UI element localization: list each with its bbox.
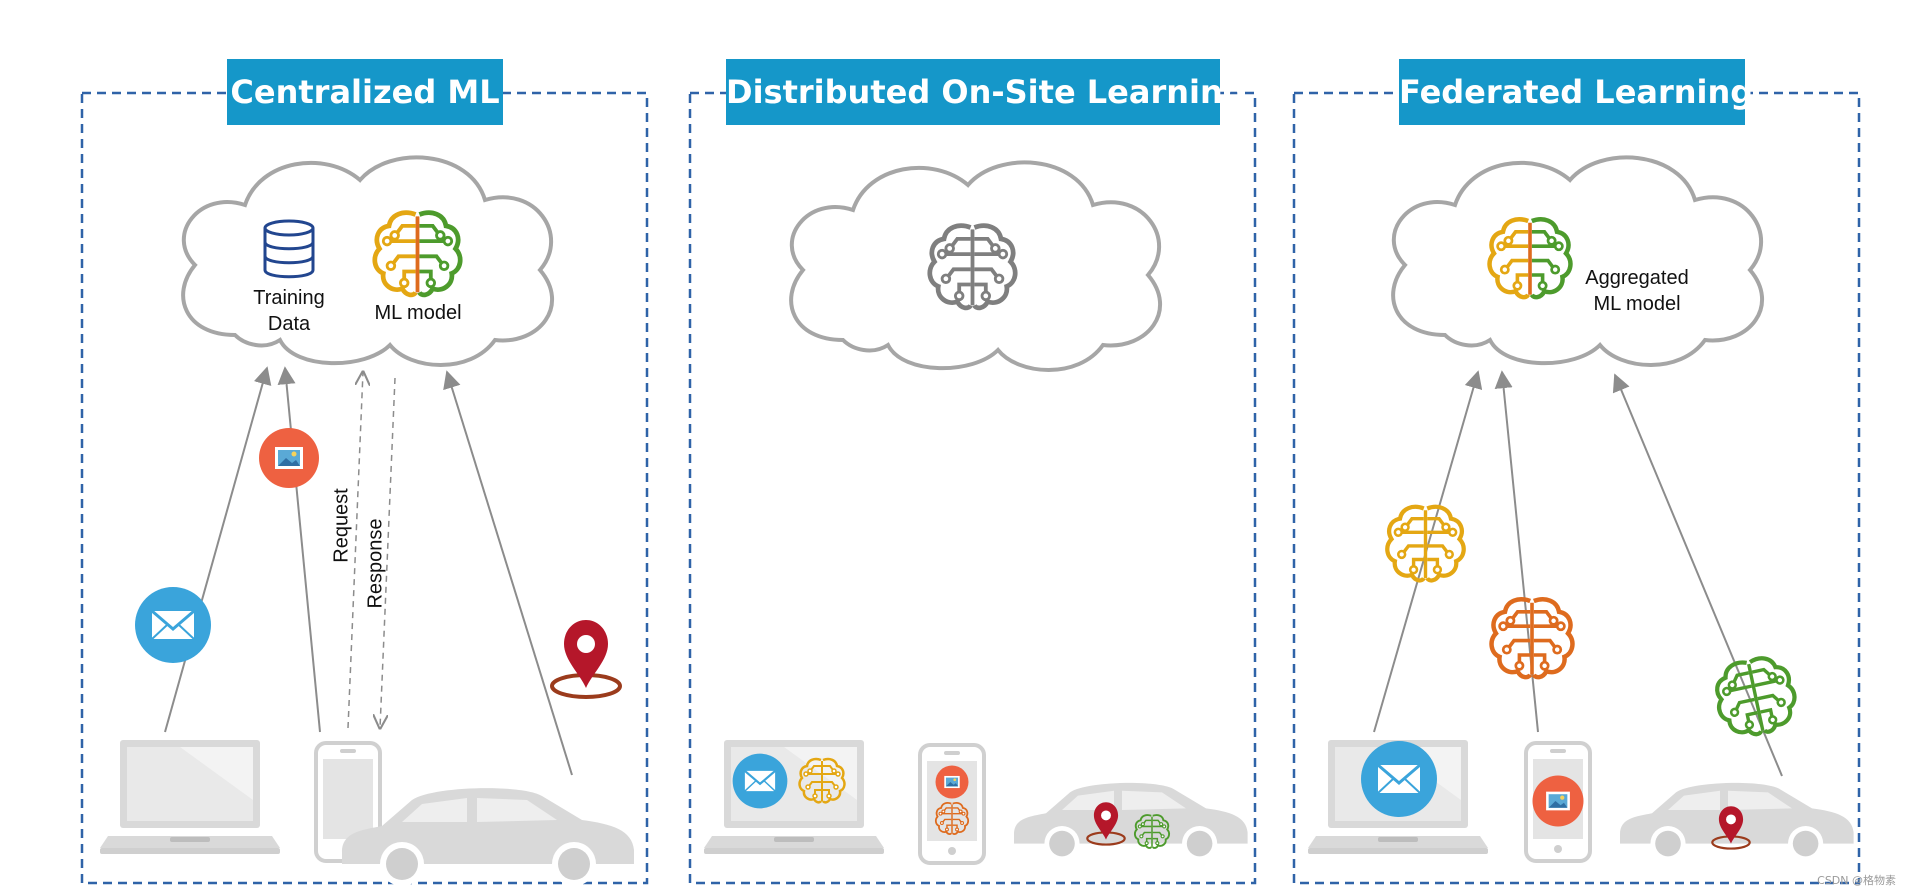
mail-icon — [1359, 739, 1439, 819]
upload-arrow — [1612, 373, 1783, 777]
brain-icon — [930, 226, 1015, 308]
cloud-icon — [789, 160, 1163, 372]
aggregated-model-label: Aggregated ML model — [1585, 267, 1689, 315]
panel-centralized — [80, 91, 649, 885]
brain-icon — [1711, 653, 1801, 741]
brain-icon — [934, 802, 970, 835]
request-arrow — [347, 372, 363, 729]
request-label: Request — [330, 488, 353, 563]
laptop-icon — [704, 740, 884, 854]
training-data-label: Training Data — [253, 287, 325, 335]
image-icon — [935, 765, 969, 799]
panel-title-federated: Federated Learning — [1399, 59, 1753, 125]
car-icon — [342, 788, 634, 886]
cloud-icon — [1391, 155, 1765, 367]
mail-icon — [133, 585, 213, 665]
watermark: CSDN @格物素 — [1817, 874, 1896, 887]
panel-title-centralized: Centralized ML — [227, 59, 503, 125]
response-label: Response — [364, 518, 387, 609]
upload-arrow — [277, 366, 321, 733]
phone-icon — [918, 743, 986, 865]
brain-icon — [798, 757, 846, 804]
upload-arrow — [443, 370, 573, 776]
mail-icon — [731, 752, 789, 810]
upload-arrow — [164, 366, 272, 733]
image-icon — [259, 428, 319, 488]
panel-title-distributed: Distributed On-Site Learning — [726, 59, 1246, 125]
brain-icon — [375, 213, 460, 295]
ml-model-label: ML model — [374, 302, 462, 324]
upload-arrow — [1494, 370, 1539, 733]
image-icon — [1532, 775, 1584, 827]
laptop-icon — [100, 740, 280, 854]
brain-icon — [1492, 599, 1573, 677]
response-arrow — [380, 377, 396, 728]
brain-icon — [1133, 814, 1171, 849]
brain-icon — [1490, 219, 1571, 297]
location-pin-icon — [550, 618, 622, 699]
brain-icon — [1387, 507, 1463, 581]
panel-federated — [1292, 91, 1861, 885]
panel-distributed — [688, 91, 1257, 885]
car-icon — [1014, 782, 1248, 862]
